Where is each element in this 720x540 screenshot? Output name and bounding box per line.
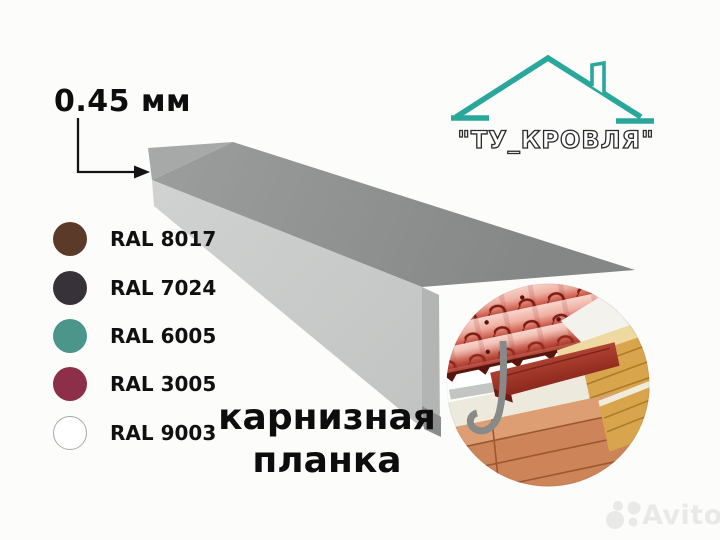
avito-watermark-text: Avito	[642, 500, 720, 531]
color-swatch	[53, 416, 87, 450]
ral-swatch-row: RAL 3005	[53, 367, 216, 401]
strip-bottom-fold	[422, 406, 441, 437]
product-title-line1: карнизная	[218, 397, 436, 438]
color-swatch	[53, 222, 87, 256]
ral-swatch-row: RAL 7024	[53, 271, 216, 305]
strip-right-end-face	[422, 287, 440, 434]
color-swatch	[53, 367, 87, 401]
ral-swatch-row: RAL 6005	[53, 319, 216, 353]
avito-watermark: Avito	[606, 497, 720, 537]
ral-code-label: RAL 9003	[110, 421, 217, 445]
avito-logo-icon	[606, 501, 641, 529]
brand-logo-text: "ТУ_КРОВЛЯ"	[457, 125, 655, 154]
product-title: карнизная планка	[182, 396, 472, 482]
strip-top-face	[152, 142, 635, 287]
eaves-strip-3d	[148, 142, 635, 437]
roof-detail-photo-inset	[446, 283, 650, 487]
strip-front-face	[152, 180, 422, 428]
ral-code-label: RAL 7024	[110, 276, 217, 300]
ral-code-label: RAL 6005	[110, 324, 217, 348]
gutter-hook	[466, 340, 508, 435]
thickness-label: 0.45 мм	[54, 84, 192, 119]
product-title-line2: планка	[252, 440, 402, 481]
wood-batten	[598, 373, 650, 452]
ral-code-label: RAL 8017	[110, 227, 217, 251]
ral-code-label: RAL 3005	[110, 372, 217, 396]
ral-swatch-row: RAL 8017	[53, 222, 216, 256]
ral-swatch-row: RAL 9003	[53, 416, 216, 450]
color-swatch	[53, 271, 87, 305]
tile-screws	[484, 295, 561, 354]
color-swatch	[53, 319, 87, 353]
roof-icon	[451, 54, 654, 124]
strip-end-cut-face	[148, 142, 233, 180]
dimension-arrow	[76, 118, 150, 179]
